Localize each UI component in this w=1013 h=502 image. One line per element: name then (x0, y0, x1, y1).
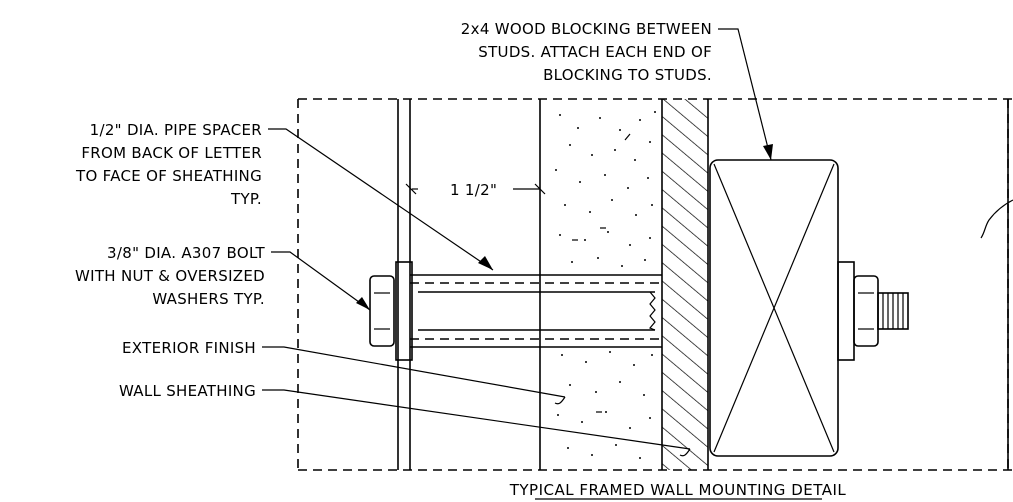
note-exterior-finish: EXTERIOR FINISH (122, 339, 256, 357)
svg-text:BLOCKING TO STUDS.: BLOCKING TO STUDS. (543, 66, 712, 84)
bolt-shaft (418, 291, 656, 331)
nut-right (837, 261, 909, 361)
note-pipe-spacer: 1/2" DIA. PIPE SPACER FROM BACK OF LETTE… (75, 121, 262, 208)
dimension-label: 1 1/2" (450, 181, 497, 199)
svg-text:STUDS. ATTACH EACH END OF: STUDS. ATTACH EACH END OF (478, 43, 712, 61)
svg-text:TO FACE OF SHEATHING: TO FACE OF SHEATHING (75, 167, 262, 185)
letter-face-lines (397, 99, 411, 470)
letter-outline (297, 98, 1013, 471)
detail-title: TYPICAL FRAMED WALL MOUNTING DETAIL (509, 481, 847, 499)
bolt-head-left (369, 261, 413, 361)
svg-text:TYP.: TYP. (230, 190, 262, 208)
leader-lines (262, 28, 1013, 457)
wood-blocking (709, 159, 839, 457)
svg-text:WASHERS TYP.: WASHERS TYP. (152, 290, 265, 308)
svg-text:3/8" DIA. A307 BOLT: 3/8" DIA. A307 BOLT (107, 244, 266, 262)
svg-text:1/2" DIA. PIPE SPACER: 1/2" DIA. PIPE SPACER (90, 121, 262, 139)
dimension-line (405, 183, 546, 195)
svg-text:WITH NUT & OVERSIZED: WITH NUT & OVERSIZED (75, 267, 265, 285)
note-bolt: 3/8" DIA. A307 BOLT WITH NUT & OVERSIZED… (75, 244, 266, 308)
svg-text:FROM BACK OF LETTER: FROM BACK OF LETTER (81, 144, 262, 162)
note-wall-sheathing: WALL SHEATHING (119, 382, 256, 400)
exterior-finish-stipple (555, 111, 656, 459)
pipe-spacer (410, 274, 662, 348)
wall-sheathing (662, 99, 709, 470)
note-blocking: 2x4 WOOD BLOCKING BETWEEN STUDS. ATTACH … (461, 20, 712, 84)
svg-text:2x4 WOOD BLOCKING BETWEEN: 2x4 WOOD BLOCKING BETWEEN (461, 20, 712, 38)
